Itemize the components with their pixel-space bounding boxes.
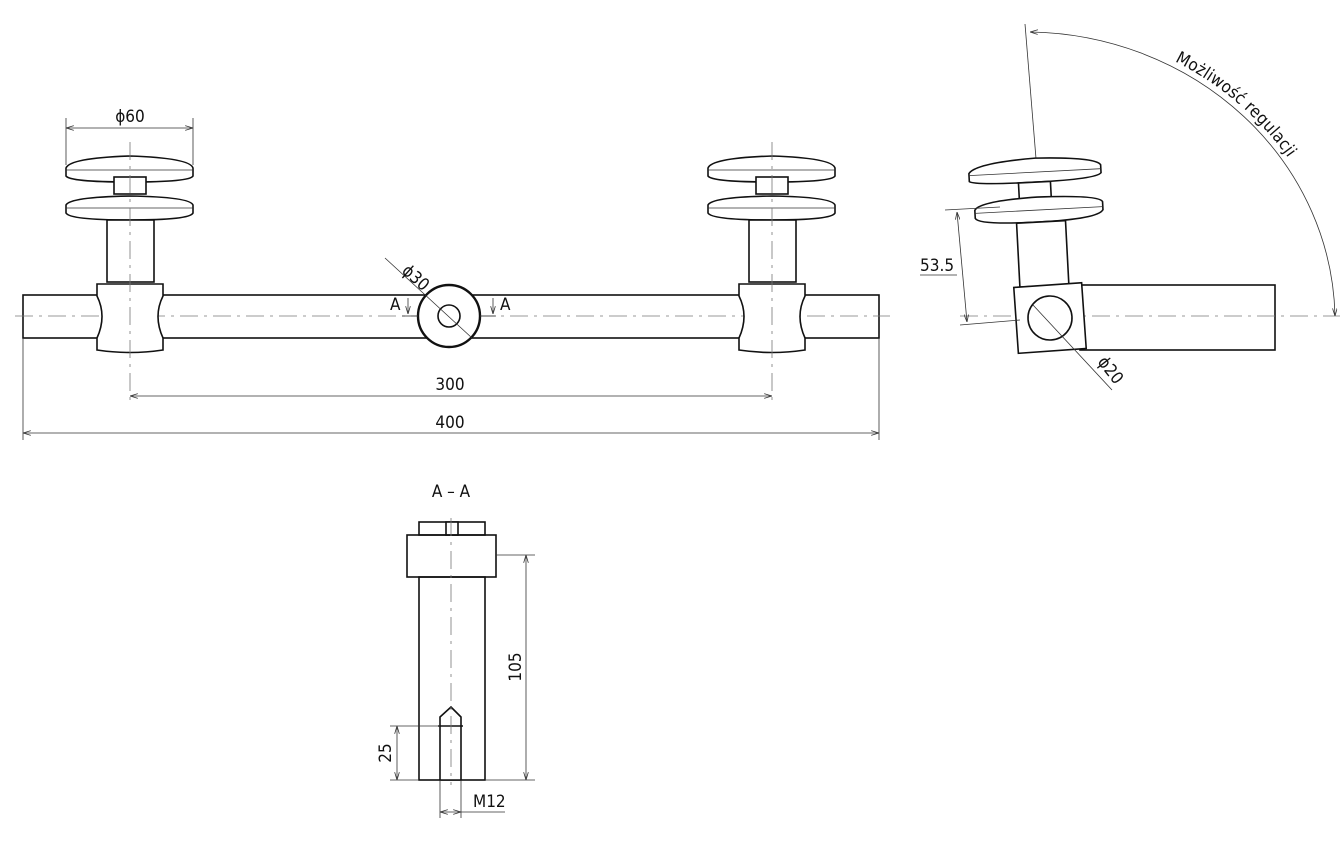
disc-diameter-label: ϕ60 [115,107,145,127]
section-marker-right: A [500,295,511,315]
overall-length-label: 400 [435,413,464,433]
adjustment-label: Możliwość regulacji [1172,48,1300,161]
side-clamp [1012,281,1088,355]
right-post [707,142,836,405]
side-view: 53.5 ϕ20 Możliwość regulacji [920,23,1340,391]
thread-depth-label: 25 [376,743,396,762]
side-tube [1079,284,1276,351]
thread-label: M12 [473,792,506,812]
adjustment-arc [1030,32,1335,316]
left-post [65,142,194,405]
center-diameter-label: ϕ30 [398,261,433,296]
front-view: ϕ30 A A ϕ60 300 400 [15,107,890,440]
post-spacing-label: 300 [435,375,464,395]
tube-diameter-label: ϕ20 [1093,353,1127,389]
section-view: A – A 105 25 M12 [376,482,535,818]
section-marker-left: A [390,295,401,315]
section-title: A – A [432,482,471,502]
height-label: 53.5 [920,256,954,276]
length-label: 105 [506,652,526,681]
